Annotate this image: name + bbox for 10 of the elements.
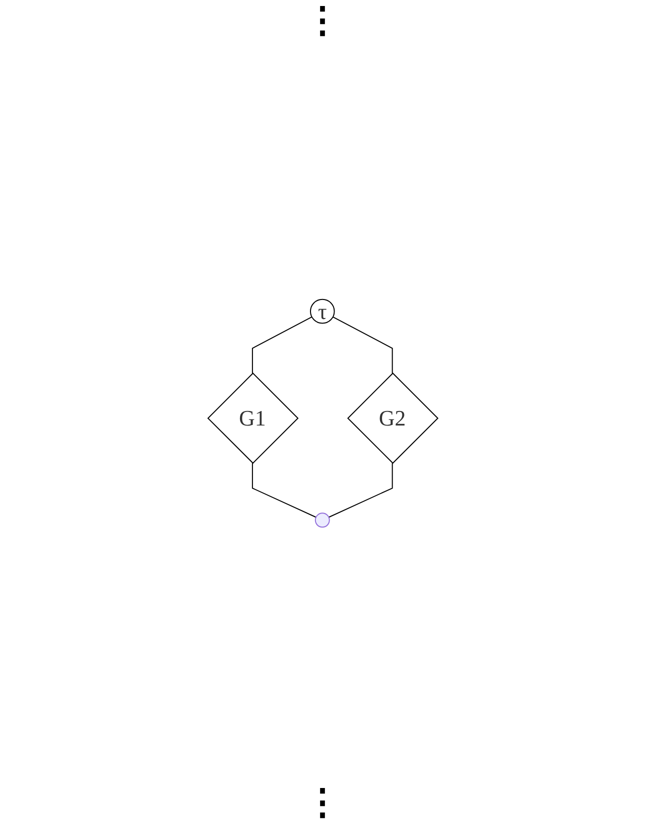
node-circle: τ [310,298,334,324]
node-diamond: G1 [206,372,298,464]
connector [332,316,392,374]
continuation-dots: ⋮ [304,782,340,822]
continuation-dots: ⋮ [304,0,340,40]
connector [252,462,316,518]
node-diamond: G2 [346,372,438,464]
connector [328,462,392,518]
connector [252,316,312,374]
node-point [314,512,330,528]
